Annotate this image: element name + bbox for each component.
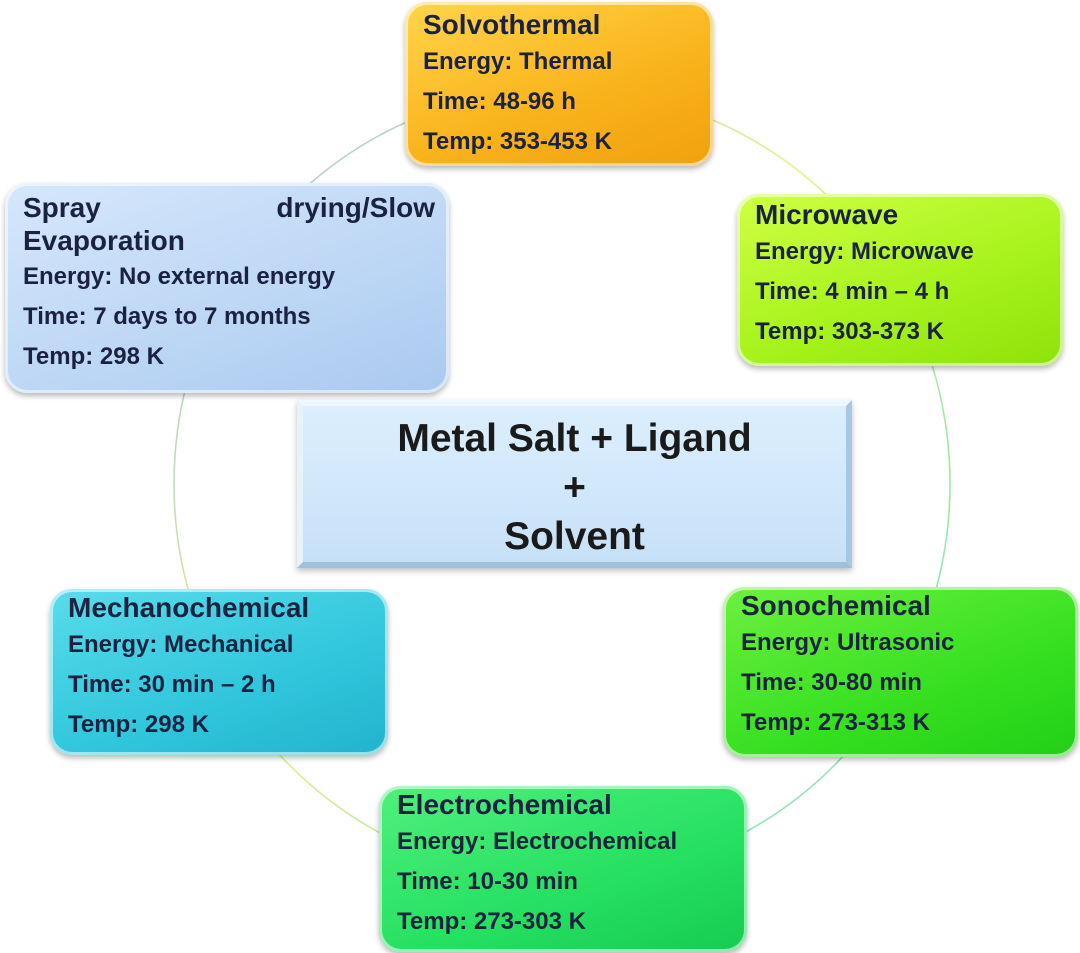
- method-box-spray-drying: Spray drying/Slow Evaporation Energy: No…: [5, 183, 449, 393]
- method-energy: Energy: Ultrasonic: [741, 629, 955, 656]
- method-box-solvothermal: Solvothermal Energy: Thermal Time: 48-96…: [405, 2, 713, 166]
- method-time: Time: 30 min – 2 h: [68, 671, 276, 698]
- method-title-word: Evaporation: [23, 225, 185, 256]
- method-time: Time: 48-96 h: [423, 88, 576, 115]
- method-temp: Temp: 298 K: [23, 343, 164, 370]
- method-time: Time: 7 days to 7 months: [23, 303, 311, 330]
- method-time: Time: 30-80 min: [741, 669, 922, 696]
- method-title: Solvothermal: [423, 9, 601, 40]
- method-box-electrochemical: Electrochemical Energy: Electrochemical …: [379, 786, 747, 952]
- method-energy: Energy: Microwave: [755, 238, 974, 265]
- method-energy: Energy: Thermal: [423, 48, 613, 75]
- method-temp: Temp: 273-313 K: [741, 709, 930, 736]
- center-line: Solvent: [504, 515, 645, 558]
- method-time: Time: 4 min – 4 h: [755, 278, 950, 305]
- method-temp: Temp: 353-453 K: [423, 128, 612, 155]
- method-title: Mechanochemical: [68, 592, 310, 623]
- method-temp: Temp: 273-303 K: [397, 908, 586, 935]
- method-energy: Energy: No external energy: [23, 263, 336, 290]
- method-title: Spray drying/Slow Evaporation: [23, 191, 435, 257]
- method-box-mechanochemical: Mechanochemical Energy: Mechanical Time:…: [50, 589, 388, 755]
- method-temp: Temp: 303-373 K: [755, 318, 944, 345]
- method-title: Sonochemical: [741, 590, 931, 621]
- method-box-sonochemical: Sonochemical Energy: Ultrasonic Time: 30…: [723, 587, 1078, 757]
- method-title: Electrochemical: [397, 789, 612, 820]
- method-time: Time: 10-30 min: [397, 868, 578, 895]
- center-line: +: [563, 466, 586, 509]
- method-title: Microwave: [755, 199, 899, 230]
- method-title-word: Spray: [23, 192, 101, 223]
- method-energy: Energy: Mechanical: [68, 631, 294, 658]
- method-temp: Temp: 298 K: [68, 711, 209, 738]
- method-energy: Energy: Electrochemical: [397, 828, 678, 855]
- center-line: Metal Salt + Ligand: [397, 417, 752, 460]
- center-reactants-box: Metal Salt + Ligand + Solvent: [297, 400, 852, 568]
- method-title-word: drying/Slow: [276, 192, 435, 223]
- method-box-microwave: Microwave Energy: Microwave Time: 4 min …: [737, 194, 1063, 366]
